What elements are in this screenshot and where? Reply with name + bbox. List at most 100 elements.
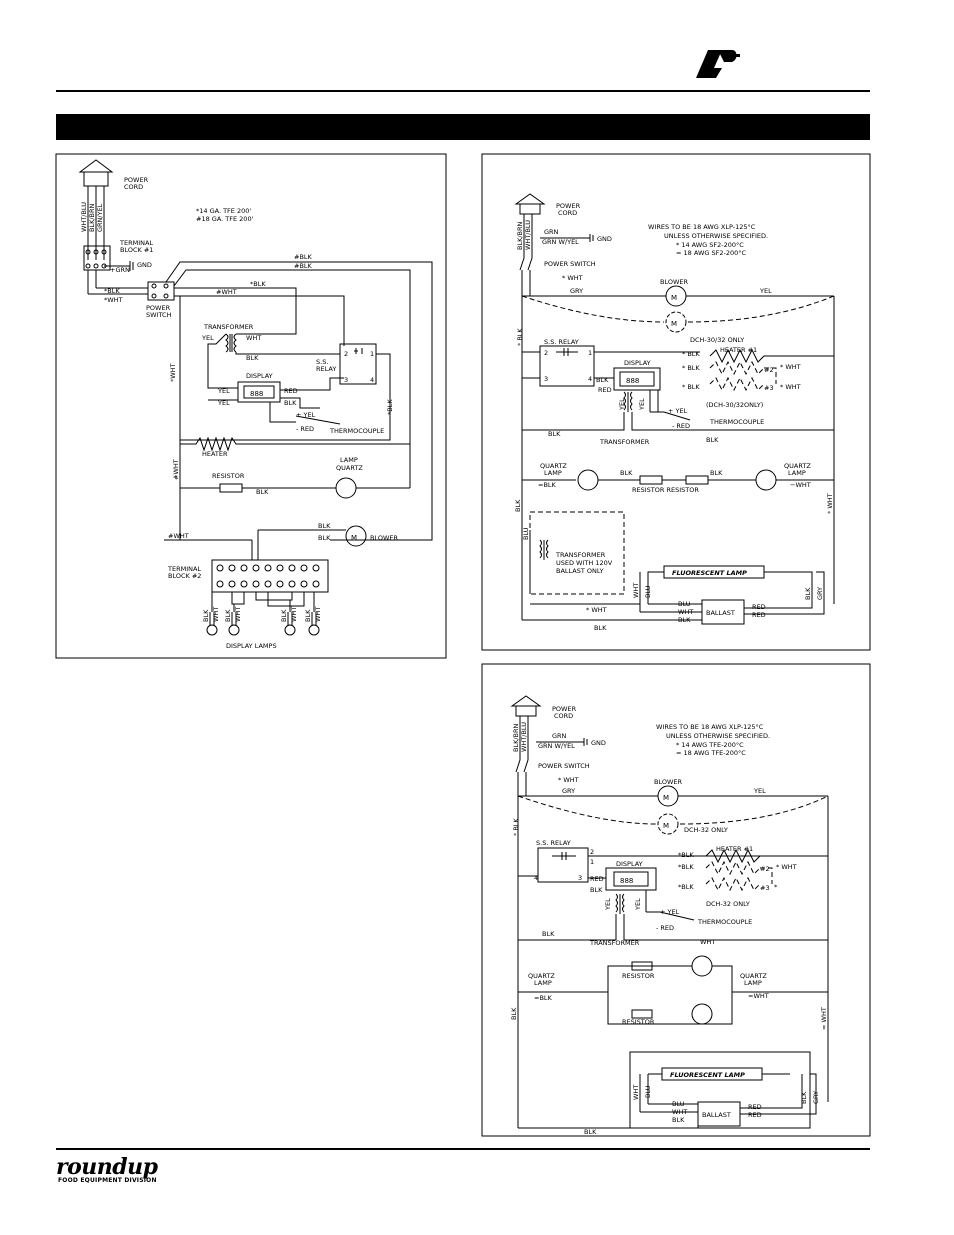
- svg-text:BLK: BLK: [804, 587, 812, 600]
- d1-power-switch: POWER: [146, 304, 171, 312]
- svg-text:4: 4: [370, 376, 374, 384]
- svg-text:WHT: WHT: [700, 938, 715, 946]
- svg-text:3: 3: [578, 874, 582, 882]
- svg-text:GRY: GRY: [812, 1091, 820, 1104]
- svg-text:GRN W/YEL: GRN W/YEL: [542, 238, 579, 246]
- d2-blower: BLOWER: [660, 278, 688, 286]
- svg-text:GRN/YEL: GRN/YEL: [96, 203, 104, 232]
- svg-text:BALLAST ONLY: BALLAST ONLY: [556, 567, 604, 575]
- svg-text:LAMP: LAMP: [744, 979, 762, 987]
- d3-fluorescent-lamp: FLUORESCENT LAMP: [670, 1071, 745, 1079]
- svg-text:CORD: CORD: [124, 183, 143, 191]
- svg-text:=WHT: =WHT: [748, 992, 769, 1000]
- svg-text:3: 3: [544, 375, 548, 383]
- svg-text:#BLK: #BLK: [294, 253, 313, 261]
- d1-blower-motor: M: [351, 534, 357, 542]
- svg-text:YEL: YEL: [217, 399, 230, 407]
- svg-text:* WHT: * WHT: [562, 274, 583, 282]
- svg-text:+ YEL: + YEL: [296, 411, 316, 419]
- d3-note: WIRES TO BE 18 AWG XLP-125°C: [656, 723, 764, 731]
- svg-text:BLK: BLK: [318, 522, 331, 530]
- svg-text:4: 4: [534, 874, 538, 882]
- svg-text:RESISTOR: RESISTOR: [212, 472, 245, 480]
- svg-text:- RED: - RED: [672, 422, 690, 430]
- svg-text:* BLK: * BLK: [682, 350, 700, 358]
- svg-text:BLK: BLK: [318, 534, 331, 542]
- svg-text:LAMP: LAMP: [534, 979, 552, 987]
- section-title-bar: [56, 114, 870, 140]
- svg-text:4: 4: [588, 375, 592, 383]
- svg-text:BLU: BLU: [644, 585, 652, 598]
- svg-text:BLK: BLK: [590, 886, 603, 894]
- svg-text:BLK: BLK: [514, 499, 522, 512]
- svg-text:GRN W/YEL: GRN W/YEL: [538, 742, 575, 750]
- d1-ss-relay: S.S.: [316, 358, 328, 366]
- svg-text:BLU: BLU: [644, 1085, 652, 1098]
- svg-text:UNLESS OTHERWISE SPECIFIED.: UNLESS OTHERWISE SPECIFIED.: [664, 232, 768, 240]
- svg-text:#3: #3: [764, 384, 774, 392]
- svg-text:*BLK: *BLK: [678, 851, 694, 859]
- svg-text:888: 888: [626, 377, 639, 385]
- svg-text:YEL: YEL: [759, 287, 772, 295]
- svg-text:YEL: YEL: [618, 398, 626, 411]
- svg-text:RELAY: RELAY: [316, 365, 336, 373]
- svg-text:2: 2: [590, 848, 594, 856]
- d3-blower: BLOWER: [654, 778, 682, 786]
- svg-text:BLK: BLK: [510, 1007, 518, 1020]
- svg-text:#WHT: #WHT: [172, 459, 180, 480]
- svg-text:GRY: GRY: [570, 287, 583, 295]
- svg-text:1: 1: [370, 350, 374, 358]
- svg-text:GND: GND: [597, 235, 612, 243]
- svg-text:UNLESS OTHERWISE SPECIFIED.: UNLESS OTHERWISE SPECIFIED.: [666, 732, 770, 740]
- svg-text:BLK: BLK: [256, 488, 269, 496]
- svg-text:* BLK: * BLK: [516, 328, 524, 346]
- svg-text:1: 1: [588, 349, 592, 357]
- svg-text:* BLK: * BLK: [682, 364, 700, 372]
- d3-quartz-lamp-left: QUARTZ: [528, 972, 555, 980]
- svg-text:+ YEL: + YEL: [668, 407, 688, 415]
- d2-thermocouple: THERMOCOUPLE: [709, 418, 764, 426]
- svg-text:*BLK: *BLK: [104, 287, 120, 295]
- svg-text:* 14 AWG SF2-200°C: * 14 AWG SF2-200°C: [676, 241, 744, 249]
- footer-logo: roundup FOOD EQUIPMENT DIVISION: [56, 1156, 176, 1186]
- d3-power-switch: POWER SWITCH: [538, 762, 590, 770]
- svg-text:= 18 AWG TFE-200°C: = 18 AWG TFE-200°C: [676, 749, 746, 757]
- svg-text:WHT: WHT: [212, 607, 220, 622]
- svg-text:BLK: BLK: [596, 376, 609, 384]
- d1-heater: HEATER: [202, 450, 228, 458]
- svg-text:#WHT: #WHT: [216, 288, 237, 296]
- svg-text:#WHT: #WHT: [168, 532, 189, 540]
- svg-text:M: M: [663, 822, 669, 830]
- d2-transformer: TRANSFORMER: [599, 438, 650, 446]
- d2-quartz-lamp-left: QUARTZ: [540, 462, 567, 470]
- d2-power-cord: POWER: [556, 202, 581, 210]
- d1-blower: BLOWER: [370, 534, 398, 542]
- d3-thermocouple: THERMOCOUPLE: [697, 918, 752, 926]
- d1-terminal-block-1: TERMINAL: [119, 239, 153, 247]
- svg-text:2: 2: [344, 350, 348, 358]
- d3-ss-relay: S.S. RELAY: [536, 839, 571, 847]
- svg-text:* WHT: * WHT: [826, 493, 834, 514]
- svg-text:#2: #2: [764, 366, 774, 374]
- svg-text:BLOCK #1: BLOCK #1: [120, 246, 153, 254]
- svg-text:BLK: BLK: [672, 1116, 685, 1124]
- wiring-diagram-1: POWER CORD WHT/BLU BLK/BRN GRN/YEL *14 G…: [55, 153, 447, 659]
- svg-text:888: 888: [250, 390, 263, 398]
- brand-logo: [696, 50, 740, 78]
- svg-text:BLK: BLK: [224, 609, 232, 622]
- svg-text:YEL: YEL: [201, 334, 214, 342]
- svg-text:BLK: BLK: [304, 609, 312, 622]
- d1-gauge-note: *14 GA. TFE 200': [196, 207, 251, 215]
- svg-text:BLU: BLU: [522, 527, 530, 540]
- svg-text:YEL: YEL: [217, 387, 230, 395]
- d3-heater: HEATER #1: [716, 845, 753, 853]
- svg-text:BLK/BRN: BLK/BRN: [516, 221, 524, 250]
- svg-text:RED: RED: [748, 1103, 762, 1111]
- d2-fluorescent-lamp: FLUORESCENT LAMP: [672, 569, 747, 577]
- d1-terminal-block-2: TERMINAL: [167, 565, 201, 573]
- svg-text:QUARTZ: QUARTZ: [336, 464, 363, 472]
- svg-text:GND: GND: [591, 739, 606, 747]
- svg-text:YEL: YEL: [638, 398, 646, 411]
- svg-text:BLK: BLK: [202, 609, 210, 622]
